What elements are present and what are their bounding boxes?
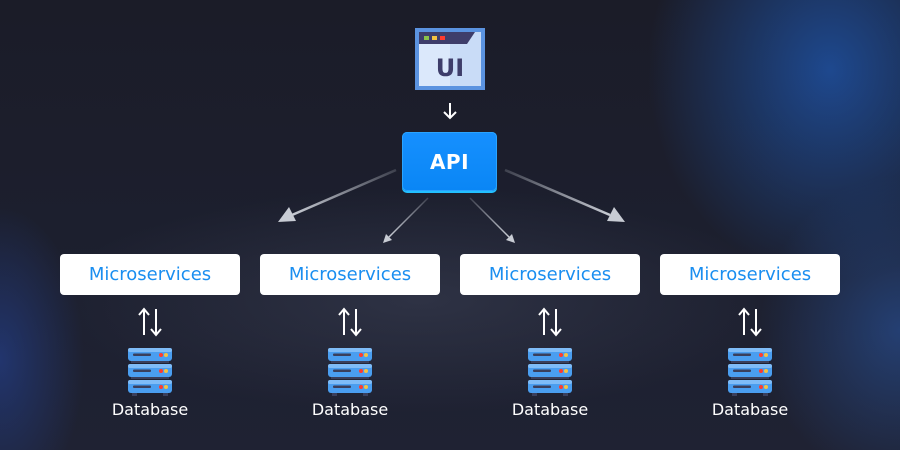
- connector-to-microservices-4: [504, 168, 625, 222]
- arrowhead-icon: [506, 234, 515, 243]
- microservices-node: Microservices: [660, 254, 840, 295]
- arrow-down-icon: [443, 103, 457, 120]
- microservices-node: Microservices: [260, 254, 440, 295]
- arrowhead-icon: [278, 207, 296, 222]
- service-column-4: Microservices Database: [660, 254, 840, 419]
- service-column-1: Microservices Database: [60, 254, 240, 419]
- api-label: API: [429, 149, 470, 174]
- database-server-icon: [728, 348, 772, 396]
- microservices-node: Microservices: [60, 254, 240, 295]
- service-column-2: Microservices Database: [260, 254, 440, 419]
- database-server-icon: [328, 348, 372, 396]
- database-label: Database: [511, 400, 589, 419]
- microservices-label: Microservices: [488, 264, 612, 285]
- bidirectional-arrow-icon: [338, 307, 362, 337]
- microservices-node: Microservices: [460, 254, 640, 295]
- database-label: Database: [111, 400, 189, 419]
- connector-to-microservices-1: [278, 168, 397, 222]
- api-node: API: [402, 132, 497, 191]
- connector-to-microservices-3: [469, 197, 515, 243]
- arrowhead-icon: [383, 234, 392, 243]
- bidirectional-arrow-icon: [538, 307, 562, 337]
- connector-to-microservices-2: [383, 197, 429, 243]
- database-label: Database: [311, 400, 389, 419]
- ui-label: UI: [436, 54, 464, 82]
- bidirectional-arrow-icon: [738, 307, 762, 337]
- database-label: Database: [711, 400, 789, 419]
- database-server-icon: [528, 348, 572, 396]
- microservices-label: Microservices: [688, 264, 812, 285]
- service-column-3: Microservices Database: [460, 254, 640, 419]
- bidirectional-arrow-icon: [138, 307, 162, 337]
- microservices-label: Microservices: [88, 264, 212, 285]
- ui-browser-window-icon: UI: [415, 28, 485, 90]
- database-server-icon: [128, 348, 172, 396]
- microservices-label: Microservices: [288, 264, 412, 285]
- arrowhead-icon: [607, 207, 625, 222]
